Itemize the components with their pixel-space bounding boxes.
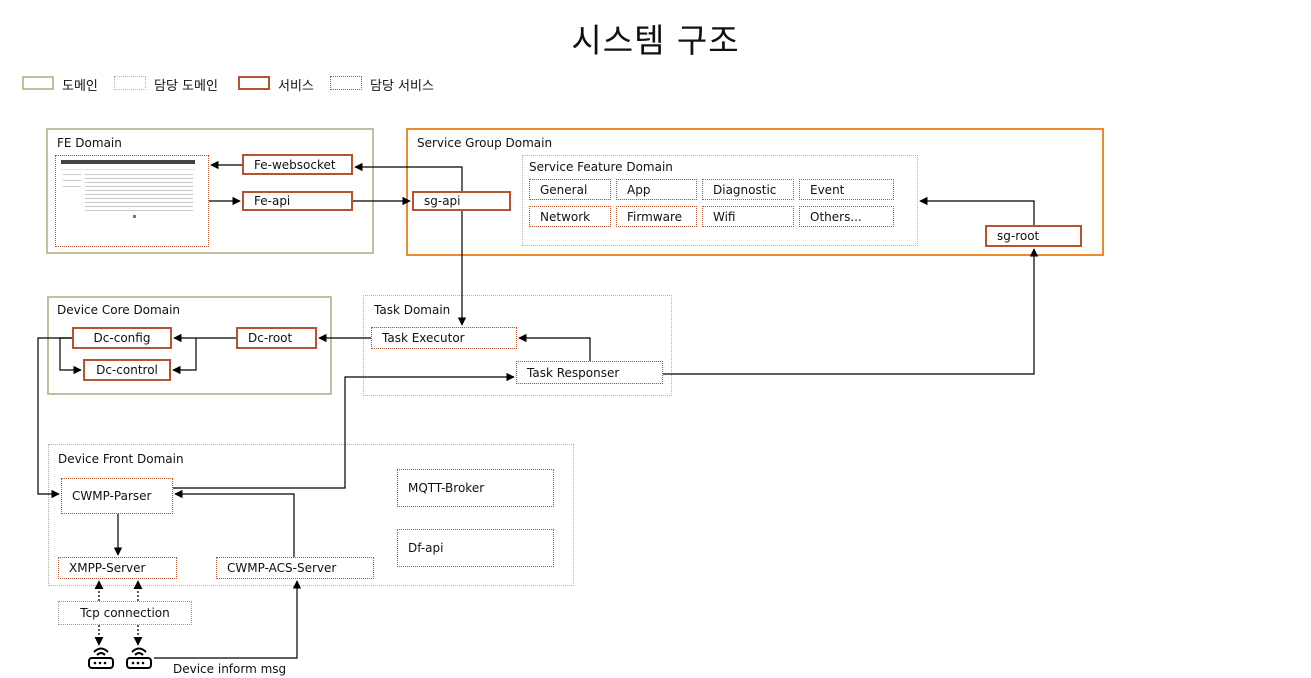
firmware-service: Firmware [616,206,697,227]
app-service: App [616,179,697,200]
device-inform-msg-label: Device inform msg [173,662,287,676]
service-feature-domain [522,155,918,246]
dc-control-service: Dc-control [83,359,171,381]
arrow-cwmpparser-to-responser [173,372,515,489]
fe-domain-label: FE Domain [57,136,122,150]
service-feature-domain-label: Service Feature Domain [529,160,673,174]
task-domain [363,295,672,396]
tcp-connection-box: Tcp connection [58,601,192,625]
legend-label-assigned-service: 담당 서비스 [370,79,434,94]
arrow-acs-to-cwmpparser [174,489,295,557]
diagnostic-service: Diagnostic [702,179,794,200]
arrow-dcroot-to-dccontrol [172,338,197,375]
legend-label-service: 서비스 [278,79,314,94]
sg-api-service: sg-api [412,191,511,211]
device-core-domain-label: Device Core Domain [57,303,181,317]
legend-swatch-assigned-domain [114,76,146,90]
device-front-domain [48,444,574,586]
wifi-service: Wifi [702,206,794,227]
legend-swatch-domain [22,76,54,90]
dc-root-service: Dc-root [236,327,317,349]
general-service: General [529,179,611,200]
arrow-dcconfig-to-dccontrol [59,337,82,375]
service-group-domain [406,128,1104,256]
router-icon [88,647,114,669]
df-api-service: Df-api [397,529,554,567]
fe-websocket-service: Fe-websocket [242,154,353,175]
device-front-domain-label: Device Front Domain [58,452,184,466]
service-group-domain-label: Service Group Domain [417,136,553,150]
legend-label-assigned-domain: 담당 도메인 [154,79,218,94]
fe-ui-container [55,155,209,247]
ui-screenshot-thumbnail [61,160,195,220]
sg-root-service: sg-root [985,225,1082,247]
xmpp-server-service: XMPP-Server [58,557,177,579]
arrow-responser-to-sgroot [663,248,1039,375]
fe-domain [46,128,374,254]
arrow-router-to-acs [154,580,302,659]
legend-swatch-assigned-service [330,76,362,90]
cwmp-acs-server-service: CWMP-ACS-Server [216,557,374,579]
arrow-dcconfig-to-cwmpparser [37,337,72,499]
arrow-responser-to-executor [518,333,591,361]
legend-swatch-service [238,76,270,90]
task-responser-service: Task Responser [516,361,663,384]
task-domain-label: Task Domain [374,303,451,317]
task-executor-service: Task Executor [371,327,517,349]
device-core-domain [47,296,332,395]
dc-config-service: Dc-config [72,327,172,349]
cwmp-parser-service: CWMP-Parser [61,478,173,514]
event-service: Event [799,179,894,200]
arrow-sgapi-to-fewebsocket [354,162,463,191]
legend-label-domain: 도메인 [62,79,98,94]
arrow-sgroot-to-feature [919,196,1035,225]
fe-api-service: Fe-api [242,191,353,211]
network-service: Network [529,206,611,227]
others-service: Others... [799,206,894,227]
mqtt-broker-service: MQTT-Broker [397,469,554,507]
router-icon [126,647,152,669]
page-title: 시스템 구조 [571,21,740,60]
